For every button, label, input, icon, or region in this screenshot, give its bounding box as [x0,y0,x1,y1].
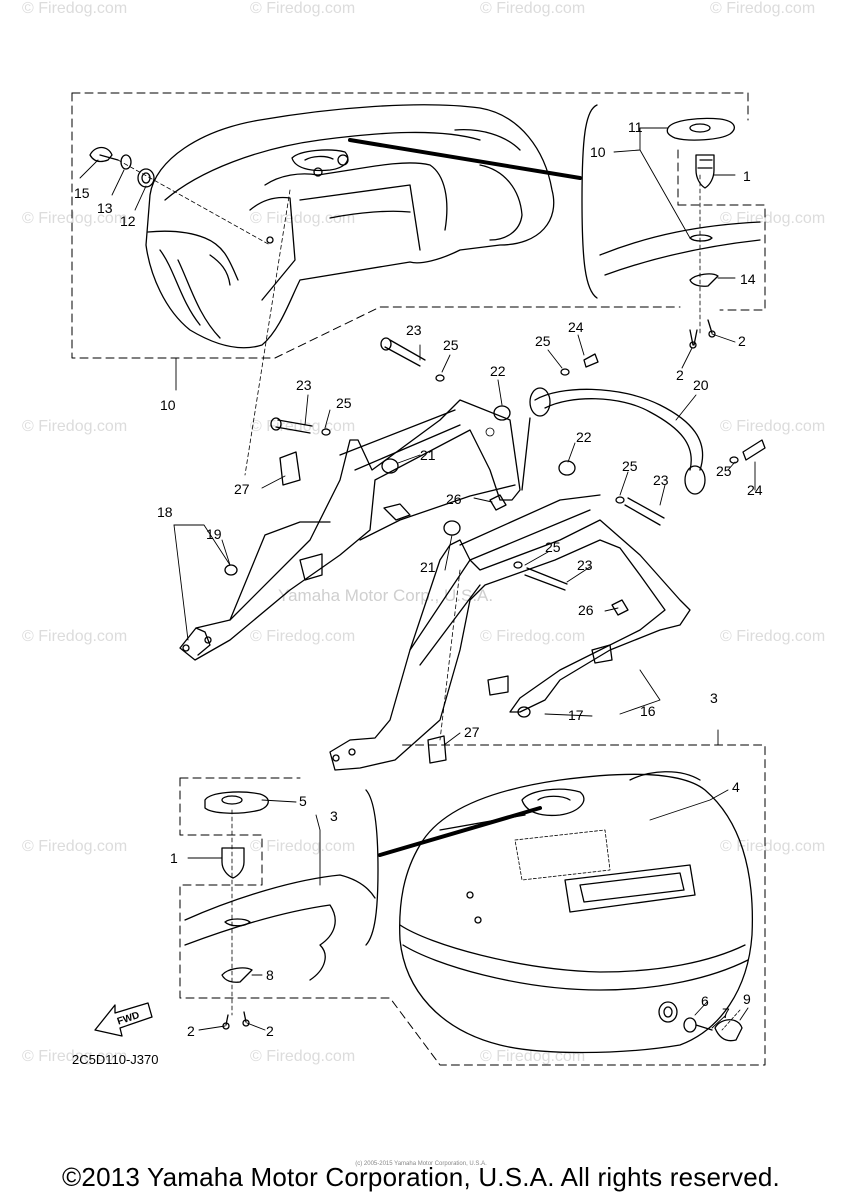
watermark: © Firedog.com [250,838,356,855]
callout-25: 25 [336,395,352,411]
watermark: © Firedog.com [720,838,826,855]
callout-26: 26 [578,602,594,618]
callout-23: 23 [653,472,669,488]
callout-23: 23 [406,322,422,338]
watermark: © Firedog.com [710,0,816,17]
callout-1: 1 [170,850,178,866]
lower-bag-boundary [179,744,766,1066]
callout-25: 25 [716,463,732,479]
callout-4: 4 [732,779,740,795]
callout-18: 18 [157,504,173,520]
upper-bag-boundary [71,92,766,359]
callout-9: 9 [743,991,751,1007]
watermark: © Firedog.com [22,0,128,17]
watermark: © Firedog.com [22,210,128,227]
callout-15: 15 [74,185,90,201]
callout-22: 22 [576,429,592,445]
callout-25: 25 [535,333,551,349]
lower-hardware [658,1001,743,1042]
callout-numbers: 15 13 12 11 10 1 14 2 2 10 23 25 24 25 2… [74,119,763,1039]
callout-27: 27 [234,481,250,497]
callout-2: 2 [738,333,746,349]
watermark: © Firedog.com [22,838,128,855]
fwd-arrow-icon [94,1002,153,1037]
watermark: © Firedog.com [22,418,128,435]
upper-lock-detail [581,104,761,349]
watermark: © Firedog.com [480,628,586,645]
lower-stay-frame [329,494,691,771]
callout-5: 5 [299,793,307,809]
callout-10: 10 [590,144,606,160]
callout-2: 2 [676,367,684,383]
detail-pointer-upper [348,138,582,180]
callout-25: 25 [545,539,561,555]
callout-13: 13 [97,200,113,216]
callout-2: 2 [187,1023,195,1039]
copyright-notice: ©2013 Yamaha Motor Corporation, U.S.A. A… [62,1162,780,1192]
watermark: © Firedog.com [250,1048,356,1065]
watermark: © Firedog.com [250,418,356,435]
callout-27: 27 [464,724,480,740]
diagram-code: 2C5D110-J370 [72,1052,159,1067]
upper-rail [521,387,706,495]
callout-1: 1 [743,168,751,184]
callout-23: 23 [296,377,312,393]
callout-7: 7 [722,1005,730,1021]
upper-stay-frame [179,399,521,661]
upper-saddlebag [145,104,555,349]
watermark: © Firedog.com [22,1048,128,1065]
upper-hardware [89,146,291,476]
callout-6: 6 [701,993,709,1009]
callout-25: 25 [443,337,459,353]
callout-26: 26 [446,491,462,507]
lower-lock-detail [184,789,379,1030]
callout-23: 23 [577,557,593,573]
callout-20: 20 [693,377,709,393]
callout-8: 8 [266,967,274,983]
callout-11: 11 [628,119,643,135]
detail-pointer-lower [378,806,542,857]
callout-17: 17 [568,707,584,723]
center-watermark: Yamaha Motor Corp., U.S.A. [278,586,494,605]
watermark: © Firedog.com [22,628,128,645]
callout-3: 3 [330,808,338,824]
leader-lines [79,127,756,1031]
callout-16: 16 [640,703,656,719]
callout-24: 24 [747,482,763,498]
watermark: © Firedog.com [250,0,356,17]
watermark: © Firedog.com [720,628,826,645]
callout-25: 25 [622,458,638,474]
watermark: © Firedog.com [720,418,826,435]
callout-19: 19 [206,526,222,542]
callout-10: 10 [160,397,176,413]
watermark: © Firedog.com [250,210,356,227]
callout-2: 2 [266,1023,274,1039]
watermark: © Firedog.com [250,628,356,645]
callout-21: 21 [420,559,436,575]
callout-21: 21 [420,447,436,463]
watermark: © Firedog.com [480,0,586,17]
callout-22: 22 [490,363,506,379]
small-print: (c) 2005-2015 Yamaha Motor Corporation, … [355,1161,487,1167]
callout-12: 12 [120,213,136,229]
callout-3: 3 [710,690,718,706]
callout-14: 14 [740,271,756,287]
callout-24: 24 [568,319,584,335]
